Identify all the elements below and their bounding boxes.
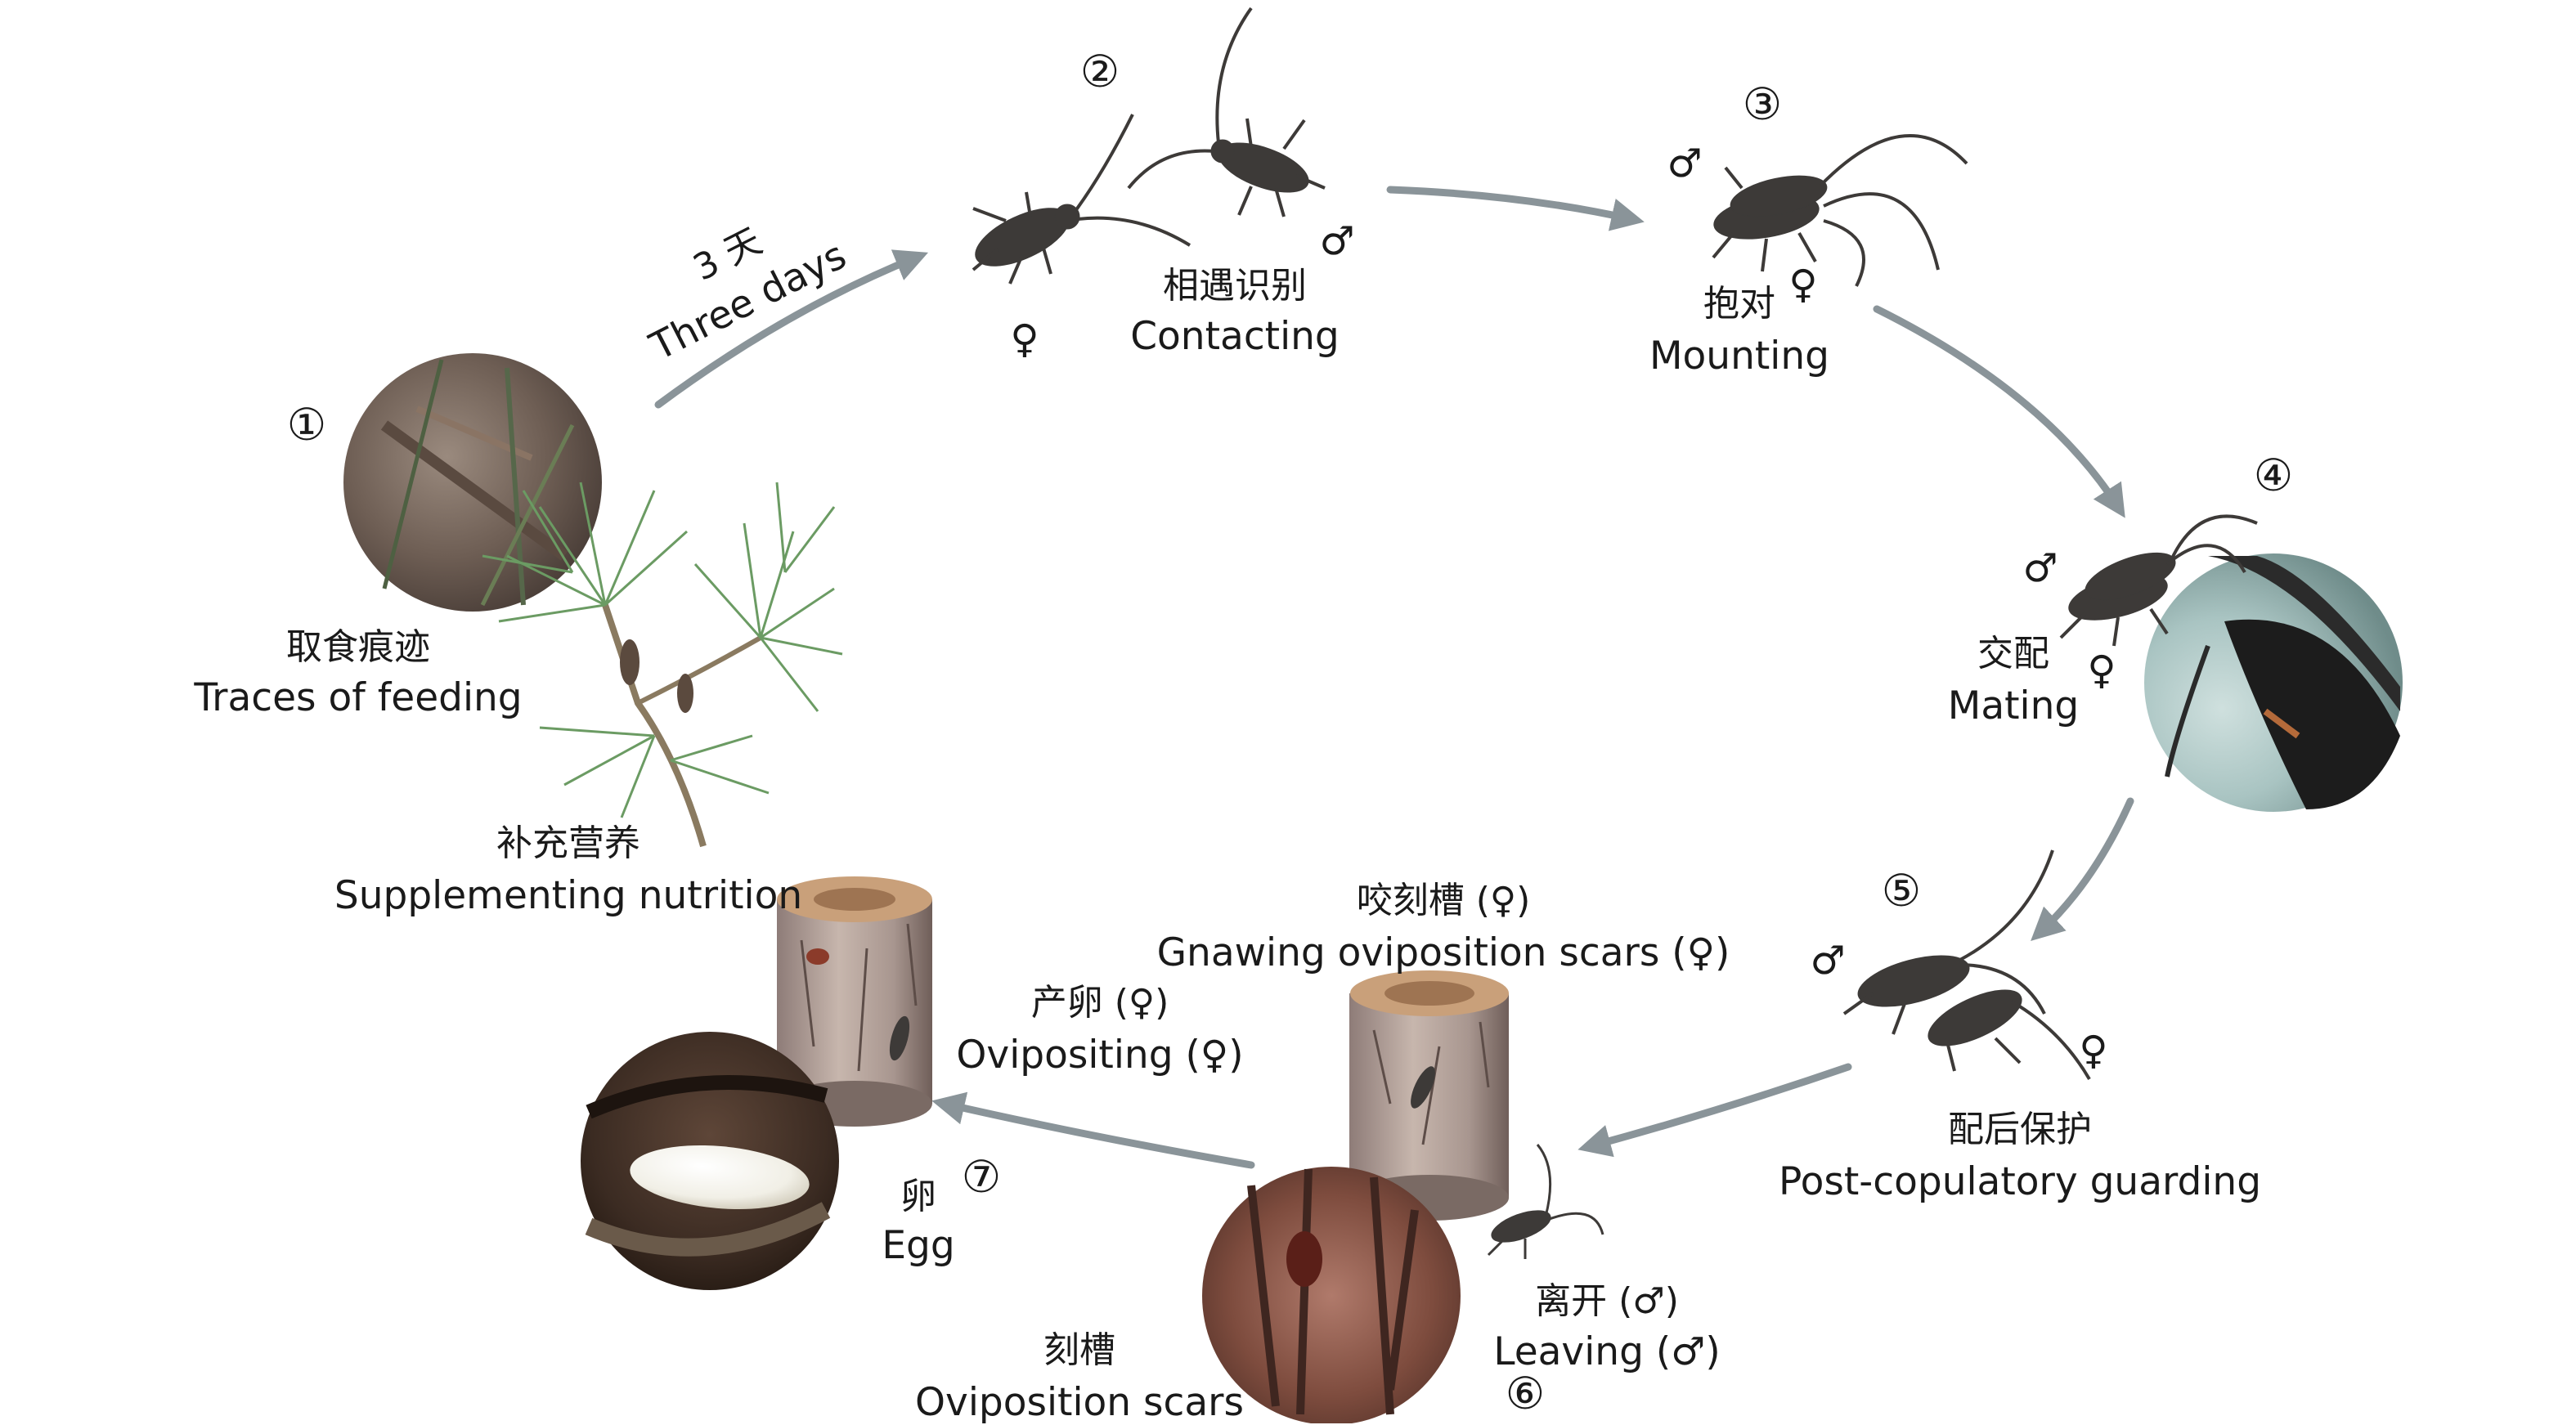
mounting-beetles [1712, 133, 1968, 287]
mating-beetles [2059, 514, 2258, 647]
step-number-7: ⑦ [961, 1151, 1002, 1203]
female-symbol-3: ♀ [1788, 262, 1818, 307]
gnawing-label-en: Gnawing oviposition scars (♀) [1156, 930, 1730, 975]
log-6 [1349, 970, 1509, 1221]
female-beetle-2 [972, 114, 1192, 285]
male-symbol-4: ♂ [2022, 545, 2058, 591]
female-symbol-2: ♀ [1010, 316, 1039, 362]
scars-label-en: Oviposition scars [915, 1380, 1244, 1425]
arrow-3-to-4 [1873, 305, 2125, 518]
step-number-1: ① [286, 399, 327, 450]
arrow-4-to-5 [2031, 797, 2134, 941]
feeding-label-en: Traces of feeding [194, 675, 523, 720]
mating-label-cn: 交配 [1977, 633, 2049, 674]
feeding-photo [343, 353, 602, 612]
step-number-4: ④ [2253, 450, 2294, 501]
feeding-label-cn: 取食痕迹 [286, 626, 430, 668]
mounting-label-en: Mounting [1649, 334, 1829, 379]
scars-label-cn: 刻槽 [1043, 1329, 1115, 1371]
guarding-label-cn: 配后保护 [1948, 1109, 2092, 1150]
male-symbol-3: ♂ [1667, 141, 1703, 186]
egg-label-en: Egg [882, 1223, 955, 1268]
arrow-2-to-3 [1386, 186, 1645, 231]
step-number-5: ⑤ [1881, 865, 1922, 916]
male-beetle-2 [1127, 7, 1326, 217]
contacting-beetles [972, 7, 1326, 285]
arrow-6-to-7 [931, 1091, 1255, 1169]
egg-label-cn: 卵 [900, 1176, 936, 1217]
nutrition-label-cn: 补充营养 [496, 822, 640, 864]
male-symbol-2: ♂ [1319, 218, 1355, 264]
leaving-beetle [1487, 1144, 1604, 1259]
gnawing-label-cn: 咬刻槽 (♀) [1356, 880, 1531, 921]
guarding-label-en: Post-copulatory guarding [1778, 1159, 2262, 1204]
mating-photo [2144, 553, 2403, 812]
mounting-label-cn: 抱对 [1703, 283, 1775, 325]
scars-photo [1202, 1167, 1461, 1423]
pine-needles [482, 482, 843, 818]
male-symbol-5: ♂ [1810, 938, 1846, 984]
cycle-arrows [654, 186, 2134, 1169]
step-number-6: ⑥ [1505, 1368, 1546, 1419]
mating-label-en: Mating [1947, 683, 2080, 728]
step-number-2: ② [1079, 46, 1120, 97]
leaving-label-en: Leaving (♂) [1493, 1329, 1721, 1374]
contacting-label-en: Contacting [1130, 314, 1340, 359]
step-number-3: ③ [1742, 78, 1783, 130]
female-symbol-5: ♀ [2079, 1028, 2108, 1073]
arrow-1-to-2 [654, 249, 929, 409]
ovipositing-label-en: Ovipositing (♀) [956, 1033, 1244, 1078]
guarding-beetles [1842, 849, 2091, 1081]
egg-photo [581, 1032, 839, 1290]
contacting-label-cn: 相遇识别 [1163, 265, 1307, 307]
pine-branch-image [482, 482, 843, 848]
female-symbol-4: ♀ [2087, 648, 2116, 693]
leaving-label-cn: 离开 (♂) [1535, 1280, 1679, 1322]
nutrition-label-en: Supplementing nutrition [334, 873, 803, 918]
arrow-5-to-6 [1577, 1063, 1852, 1158]
ovipositing-label-cn: 产卵 (♀) [1030, 982, 1169, 1024]
